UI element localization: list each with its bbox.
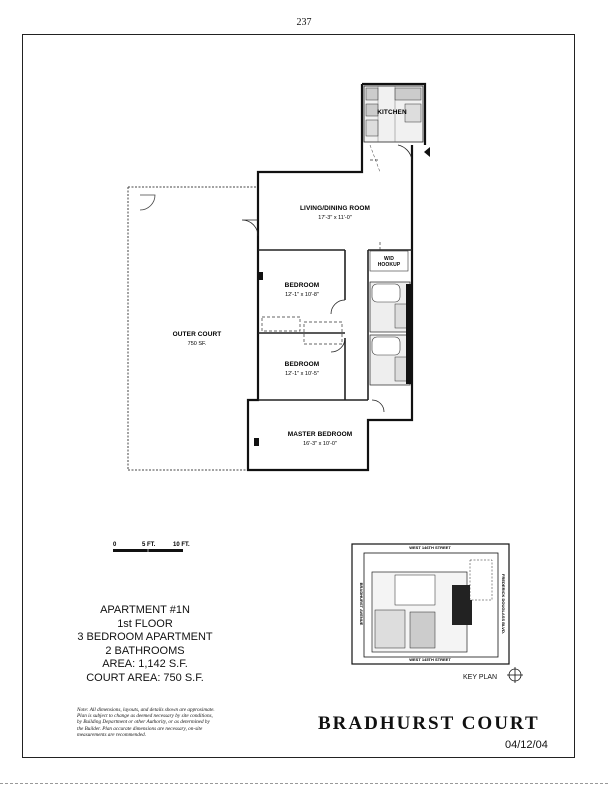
key-plan: WEST 146TH STREET WEST 145TH STREET BRAD…: [351, 543, 510, 665]
bedroom2-label: BEDROOM: [285, 361, 320, 368]
key-plan-label: KEY PLAN: [463, 674, 498, 681]
sheet-frame: [22, 34, 575, 758]
street-west: BRADHURST AVENUE: [359, 583, 364, 626]
wd-label: W/D: [384, 256, 394, 262]
bedroom2-dims: 12'-1" x 10'-5": [285, 371, 319, 377]
bathrooms: [369, 281, 412, 386]
entry-door: [397, 144, 413, 161]
street-south: WEST 145TH STREET: [409, 657, 451, 662]
master-bedroom-label: MASTER BEDROOM: [288, 431, 353, 438]
wd-hookup-label: HOOKUP: [378, 262, 401, 268]
closets: [261, 240, 381, 345]
exterior-walls: [246, 82, 427, 472]
plan-date: 04/12/04: [505, 739, 548, 751]
interior-walls: [258, 249, 412, 401]
page-edge-line: [0, 783, 608, 784]
page-number: 237: [296, 17, 312, 28]
apartment-name: APARTMENT #1N: [100, 604, 190, 616]
wd-hookup: [369, 250, 409, 272]
living-room-label: LIVING/DINING ROOM: [300, 205, 370, 212]
apartment-area: AREA: 1,142 S.F.: [102, 658, 188, 670]
master-bedroom-dims: 16'-3" x 10'-0": [303, 441, 337, 447]
bedroom1-label: BEDROOM: [285, 282, 320, 289]
street-east: FREDERICK DOUGLASS BLVD.: [501, 574, 506, 634]
entry-arrow: [424, 147, 430, 157]
apartment-baths: 2 BATHROOMS: [105, 644, 185, 657]
kitchen-label: KITCHEN: [377, 109, 407, 116]
outer-court: [127, 186, 258, 471]
bedroom1-dims: 12'-1" x 10'-8": [285, 292, 319, 298]
outer-court-label: OUTER COURT: [173, 331, 222, 338]
court-door: [139, 194, 156, 211]
scale-zero: 0: [113, 542, 117, 548]
living-room-dims: 17'-3" x 11'-0": [318, 215, 351, 221]
apartment-floor: 1st FLOOR: [117, 617, 173, 630]
bedroom2-door: [330, 337, 346, 353]
apartment-court-area: COURT AREA: 750 S.F.: [86, 671, 204, 684]
apartment-info: APARTMENT #1N 1st FLOOR 3 BEDROOM APARTM…: [60, 604, 230, 685]
master-door: [371, 399, 385, 413]
scale-bar: 0 5 FT. 10 FT.: [113, 542, 190, 552]
scale-ten: 10 FT.: [173, 542, 190, 548]
disclaimer-note: Note: All dimensions, layouts, and detai…: [77, 707, 215, 738]
brand-title: BRADHURST COURT: [318, 713, 540, 734]
outer-court-area: 750 SF.: [188, 341, 207, 347]
north-arrow-icon: [507, 667, 523, 683]
apartment-type: 3 BEDROOM APARTMENT: [77, 631, 213, 643]
kitchen: [363, 85, 424, 143]
bedroom1-door: [330, 299, 346, 315]
scale-five: 5 FT.: [142, 542, 156, 548]
key-plan-unit-highlight: [452, 585, 472, 625]
court-access-door: [241, 219, 259, 237]
street-north: WEST 146TH STREET: [409, 545, 451, 550]
